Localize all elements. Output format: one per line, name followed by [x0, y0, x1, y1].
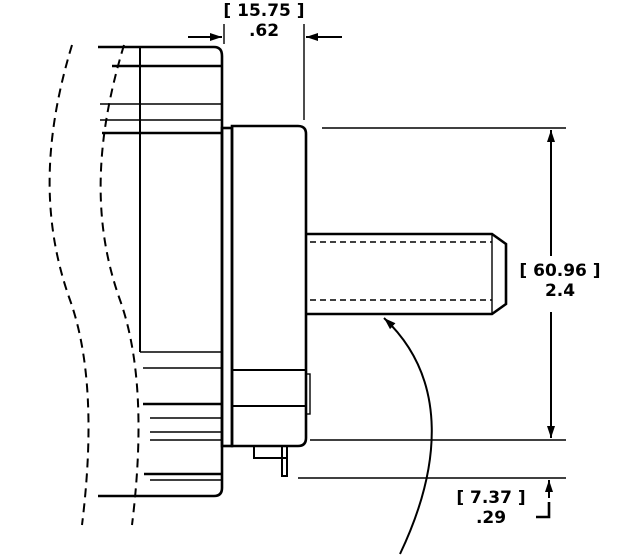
side-latch [305, 373, 311, 415]
curved-leader-arrow [383, 317, 433, 555]
device-housing [230, 124, 308, 448]
terminal-bracket [253, 446, 286, 459]
dimension-bottom: [ 7.37 ] .29 [298, 477, 566, 528]
device-rim [220, 126, 234, 448]
panel-layer-lines [100, 64, 222, 481]
terminal-tab [253, 446, 288, 477]
device-body [220, 124, 311, 448]
bottom-dim-inch: .29 [476, 508, 506, 528]
dimension-right: [ 60.96 ] 2.4 [310, 127, 601, 441]
top-dim-mm: [ 15.75 ] [223, 1, 304, 21]
panel-break-inner [99, 44, 140, 526]
bottom-dim-mm: [ 7.37 ] [456, 488, 525, 508]
top-dim-inch: .62 [249, 21, 279, 41]
panel-outline [98, 45, 224, 498]
panel-break-outer [48, 44, 90, 526]
mounting-panel [98, 45, 224, 498]
bottom-leader [536, 502, 551, 519]
shaft [306, 232, 508, 316]
panel-break-lines [48, 44, 140, 526]
right-dim-inch: 2.4 [545, 281, 575, 301]
shaft-outline [306, 232, 508, 316]
right-dim-mm: [ 60.96 ] [519, 261, 600, 281]
terminal-pin [281, 446, 288, 477]
dimension-top: [ 15.75 ] .62 [188, 1, 342, 120]
